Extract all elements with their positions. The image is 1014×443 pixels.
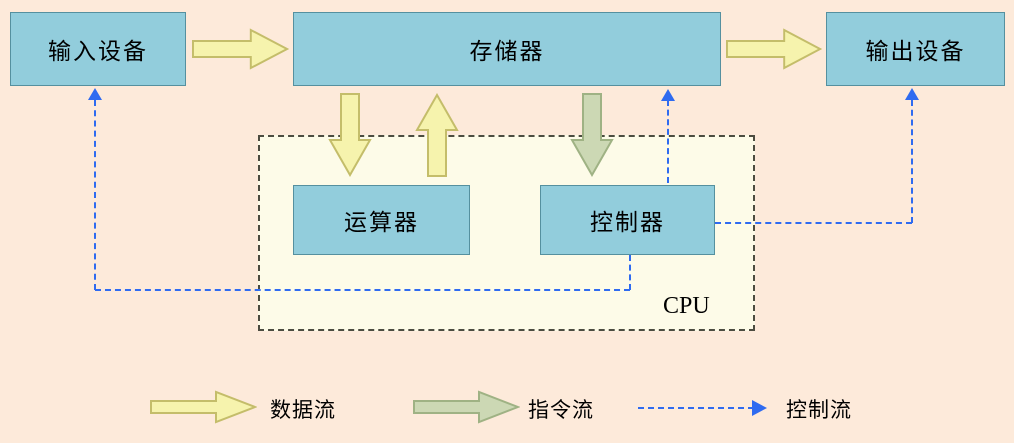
box-output-device-label: 输出设备 [865, 39, 966, 64]
control-flow-line-controller-to-input-horizontal [95, 289, 630, 291]
legend-data-flow-arrow [150, 390, 257, 424]
data-flow-arrow-memory-to-output [726, 27, 823, 71]
data-flow-arrow-memory-to-alu [328, 93, 372, 177]
legend-instruction-flow-label: 指令流 [528, 398, 594, 422]
box-output-device: 输出设备 [826, 12, 1005, 86]
legend-control-flow-line [638, 407, 754, 409]
box-alu: 运算器 [293, 185, 470, 255]
control-flow-line-controller-to-input-vertical [94, 100, 96, 290]
legend-data-flow-label: 数据流 [270, 398, 336, 422]
control-flow-line-controller-to-output-horizontal [715, 222, 912, 224]
control-flow-arrowhead-output [905, 88, 919, 100]
control-flow-arrowhead-input [88, 88, 102, 100]
legend-instruction-flow-arrow [413, 390, 520, 424]
control-flow-line-controller-to-output-vertical [911, 100, 913, 223]
legend-control-flow-arrowhead [752, 400, 767, 416]
box-memory: 存储器 [293, 12, 721, 86]
data-flow-arrow-alu-to-memory [415, 93, 459, 177]
control-flow-arrowhead-memory [661, 89, 675, 101]
box-input-device-label: 输入设备 [48, 39, 148, 64]
box-controller-label: 控制器 [590, 210, 665, 235]
control-flow-line-controller-down [629, 255, 631, 290]
box-input-device: 输入设备 [10, 12, 186, 86]
legend-control-flow-label: 控制流 [786, 398, 852, 422]
box-controller: 控制器 [540, 185, 715, 255]
instruction-flow-arrow-memory-to-controller [570, 93, 614, 177]
cpu-label: CPU [663, 293, 710, 319]
box-memory-label: 存储器 [469, 39, 545, 64]
data-flow-arrow-input-to-memory [192, 27, 290, 71]
control-flow-line-controller-to-memory [667, 100, 669, 183]
box-alu-label: 运算器 [344, 210, 419, 235]
